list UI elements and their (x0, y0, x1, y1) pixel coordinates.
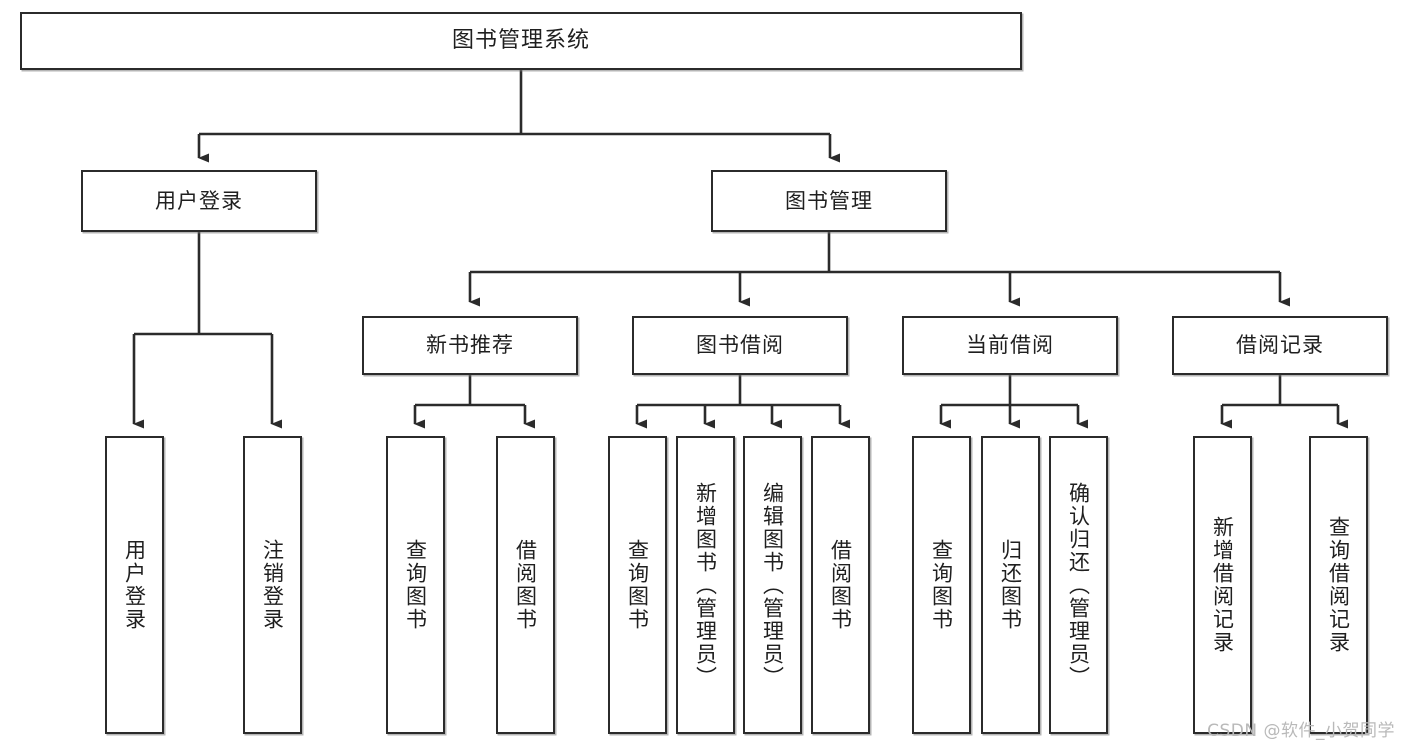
node-leaf-query-book-borrow[interactable]: 查询图书 (608, 436, 667, 734)
node-book-management[interactable]: 图书管理 (711, 170, 947, 232)
node-label: 新增图书（管理员） (693, 481, 718, 689)
watermark-csdn: CSDN @软件_小贺同学 (1207, 721, 1395, 741)
node-leaf-add-borrow-record[interactable]: 新增借阅记录 (1193, 436, 1252, 734)
node-leaf-query-book-recommend[interactable]: 查询图书 (386, 436, 445, 734)
node-label: 图书管理系统 (451, 28, 590, 54)
node-current-borrow[interactable]: 当前借阅 (902, 316, 1118, 375)
node-label: 图书管理 (785, 188, 873, 213)
node-label: 新书推荐 (426, 333, 514, 358)
node-label: 注销登录 (260, 539, 285, 631)
node-label: 编辑图书（管理员） (760, 481, 785, 689)
node-label: 借阅记录 (1236, 333, 1324, 358)
node-leaf-query-book-current[interactable]: 查询图书 (912, 436, 971, 734)
node-leaf-query-borrow-record[interactable]: 查询借阅记录 (1309, 436, 1368, 734)
node-label: 用户登录 (122, 539, 147, 631)
node-label: 图书借阅 (696, 333, 784, 358)
node-label: 当前借阅 (966, 333, 1054, 358)
node-label: 归还图书 (998, 539, 1023, 631)
node-label: 查询借阅记录 (1326, 516, 1351, 654)
node-leaf-add-book-admin[interactable]: 新增图书（管理员） (676, 436, 735, 734)
node-book-borrow[interactable]: 图书借阅 (632, 316, 848, 375)
node-label: 查询图书 (929, 539, 954, 631)
node-label: 确认归还（管理员） (1066, 481, 1091, 689)
node-borrow-record[interactable]: 借阅记录 (1172, 316, 1388, 375)
node-label: 借阅图书 (513, 539, 538, 631)
node-leaf-borrow-book[interactable]: 借阅图书 (811, 436, 870, 734)
node-leaf-confirm-return-admin[interactable]: 确认归还（管理员） (1049, 436, 1108, 734)
node-label: 查询图书 (403, 539, 428, 631)
node-leaf-borrow-book-recommend[interactable]: 借阅图书 (496, 436, 555, 734)
node-new-book-recommend[interactable]: 新书推荐 (362, 316, 578, 375)
node-leaf-user-logout[interactable]: 注销登录 (243, 436, 302, 734)
node-leaf-return-book[interactable]: 归还图书 (981, 436, 1040, 734)
node-label: 新增借阅记录 (1210, 516, 1235, 654)
node-user-login[interactable]: 用户登录 (81, 170, 317, 232)
node-leaf-user-login[interactable]: 用户登录 (105, 436, 164, 734)
node-label: 用户登录 (155, 188, 243, 213)
node-leaf-edit-book-admin[interactable]: 编辑图书（管理员） (743, 436, 802, 734)
node-label: 借阅图书 (828, 539, 853, 631)
node-root-book-management-system[interactable]: 图书管理系统 (20, 12, 1022, 70)
node-label: 查询图书 (625, 539, 650, 631)
